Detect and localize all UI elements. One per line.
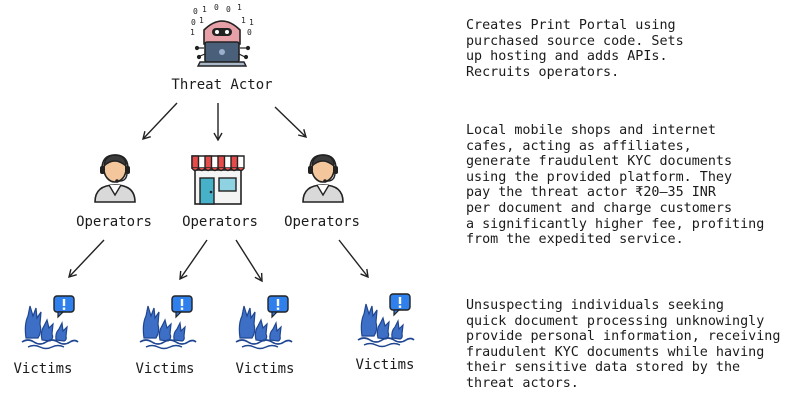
svg-text:1: 1 [190,28,195,37]
svg-text:1: 1 [202,5,207,14]
svg-text:0: 0 [214,3,219,12]
svg-text:0: 0 [226,5,231,14]
victim-1-label: Victims [13,361,73,377]
shop-storefront-icon [191,155,245,205]
drowning-victim-icon [21,295,79,350]
arrow-operator-1-to-victim-1 [68,239,105,279]
arrow-operator-3-to-victim-4 [338,239,369,279]
drowning-victim-icon [139,295,197,350]
victims-description: Unsuspecting individuals seeking quick d… [466,298,781,391]
svg-text:1: 1 [237,3,242,12]
arrow-operator-2-to-victim-2 [179,239,208,281]
svg-text:0: 0 [247,28,252,37]
svg-text:1: 1 [249,18,254,27]
operator-1-label: Operators [76,214,152,230]
victim-3-label: Victims [235,361,295,377]
svg-text:1: 1 [199,16,204,25]
arrow-actor-to-operator-3 [274,106,308,138]
drowning-victim-icon [357,293,415,348]
call-center-operator-icon [94,154,136,203]
svg-text:0: 0 [191,18,196,27]
svg-text:0: 0 [193,7,198,16]
victim-4-label: Victims [355,357,415,373]
arrow-operator-2-to-victim-3 [235,239,263,283]
operator-3-label: Operators [284,214,360,230]
operators-description: Local mobile shops and internet cafes, a… [466,123,765,248]
arrow-actor-to-operator-1 [142,102,178,141]
threat-actor-label: Threat Actor [171,77,273,93]
victim-2-label: Victims [135,361,195,377]
call-center-operator-icon [302,154,344,203]
threat-actor-description: Creates Print Portal using purchased sou… [466,18,684,80]
drowning-victim-icon [235,295,293,350]
svg-text:1: 1 [241,16,246,25]
operator-2-label: Operators [182,214,258,230]
